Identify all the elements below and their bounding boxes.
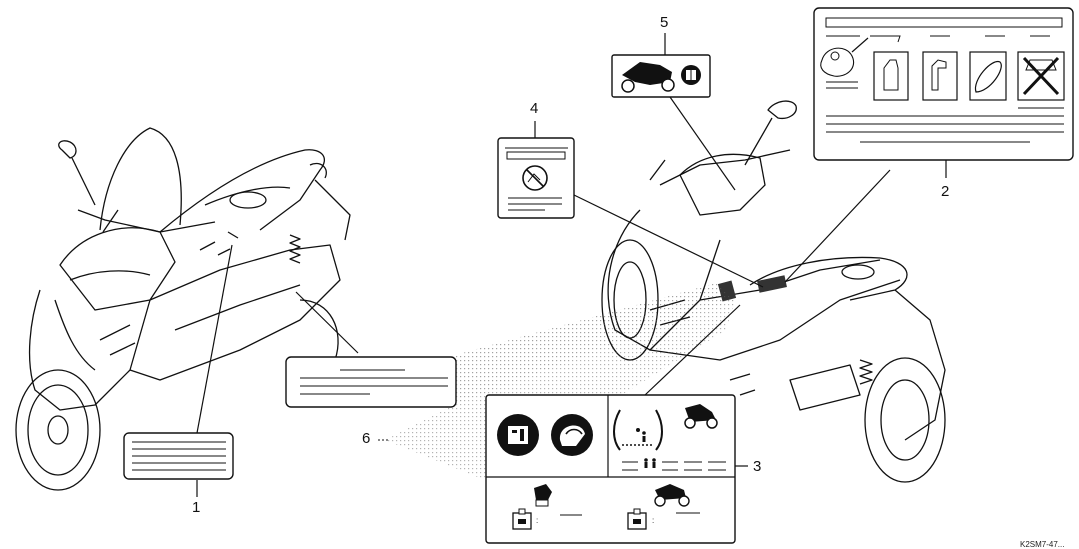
leader-line-1 [196,244,233,434]
tire-pressure-icon [613,409,663,451]
leader-line-3b [644,304,741,396]
scooter-icon [685,404,716,422]
leader-line-5b [669,96,736,191]
oil-bottle-icon [873,51,909,101]
callout-6: 6 [362,430,370,447]
label-3: : : [485,394,736,544]
scooter-right-illustration [601,100,946,483]
leader-line-2b [784,169,891,283]
svg-text::: : [652,516,654,525]
callout-4: 4 [530,100,538,117]
fluid-bottle-icon [922,51,958,101]
callout-1: 1 [192,499,200,516]
label-6 [285,356,457,408]
leader-line-6 [295,291,359,354]
label-1 [123,432,234,480]
callout-3: 3 [753,458,761,475]
leader-line-4b [573,194,764,288]
label-2 [813,7,1074,161]
callout-2: 2 [941,183,949,200]
scooter-rider-icon [655,484,686,500]
label-5 [611,54,711,98]
two-riders-icon [534,484,552,500]
scooter-left-illustration [15,127,351,491]
figure-code: K2SM7-47... [1020,540,1064,549]
prohibition-icon [522,165,548,191]
mechanic-icon [820,47,854,77]
motorcycle-pictogram [622,62,672,85]
svg-text::: : [536,516,538,525]
callout-5: 5 [660,14,668,31]
dotted-projection-6b [385,300,735,480]
rider-passenger-icon [644,458,648,462]
rider-icon [642,431,646,435]
dotted-projection-6a [455,283,735,404]
label-4 [497,137,575,219]
belt-icon [969,51,1007,101]
